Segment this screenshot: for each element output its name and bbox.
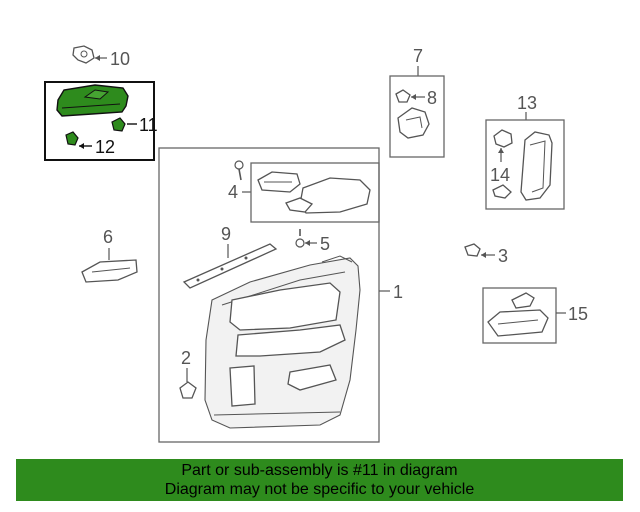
callout-7: 7 (413, 46, 423, 66)
callout-9: 9 (221, 224, 231, 244)
part-12-clip[interactable] (65, 131, 79, 146)
part-14-switch[interactable] (493, 129, 513, 148)
leader-8 (411, 94, 425, 100)
part-5-screw[interactable] (295, 229, 305, 248)
part-3-clip[interactable] (464, 243, 481, 257)
info-banner: Part or sub-assembly is #11 in diagram D… (16, 459, 623, 501)
box-13 (485, 119, 565, 210)
part-2-clip[interactable] (179, 381, 197, 399)
part-11-clip[interactable] (111, 117, 126, 132)
banner-line-2: Diagram may not be specific to your vehi… (164, 481, 475, 498)
callout-12: 12 (95, 137, 115, 157)
callout-3: 3 (498, 246, 508, 266)
part-6-pull-cup[interactable] (81, 259, 138, 283)
part-15-knob[interactable] (511, 292, 535, 309)
part-13-handle-bezel[interactable] (520, 131, 553, 201)
part-14-clip[interactable] (492, 184, 512, 199)
box-15 (482, 287, 557, 344)
leader-14 (498, 148, 504, 162)
part-4-screw[interactable] (234, 160, 244, 181)
callout-14: 14 (490, 165, 510, 185)
banner-line-1: Part or sub-assembly is #11 in diagram (181, 462, 458, 479)
part-4-armrest[interactable] (285, 177, 371, 214)
callout-11: 11 (139, 115, 158, 135)
part-15-switch-base[interactable] (487, 309, 549, 337)
leader-5 (305, 240, 317, 246)
part-10-clip[interactable] (72, 45, 95, 64)
callout-6: 6 (103, 227, 113, 247)
box-1 (158, 147, 380, 443)
highlight-box-11 (44, 81, 155, 161)
callout-5: 5 (320, 234, 330, 254)
leader-12 (79, 143, 92, 149)
callout-4: 4 (228, 182, 238, 202)
part-8-clip[interactable] (395, 89, 411, 103)
callout-10: 10 (110, 49, 130, 69)
part-7-bracket[interactable] (397, 107, 430, 139)
callout-1: 1 (393, 282, 403, 302)
part-9-trim-strip[interactable] (182, 243, 278, 289)
callout-8: 8 (427, 88, 437, 108)
part-4-bracket[interactable] (257, 171, 301, 193)
box-7 (389, 75, 445, 158)
part-11-armrest-cover[interactable] (56, 84, 129, 117)
callout-13: 13 (517, 93, 537, 113)
leader-10 (95, 55, 107, 61)
part-1-door-trim-panel[interactable] (204, 255, 361, 429)
callout-15: 15 (568, 304, 588, 324)
callout-2: 2 (181, 348, 191, 368)
leader-3 (481, 252, 495, 258)
